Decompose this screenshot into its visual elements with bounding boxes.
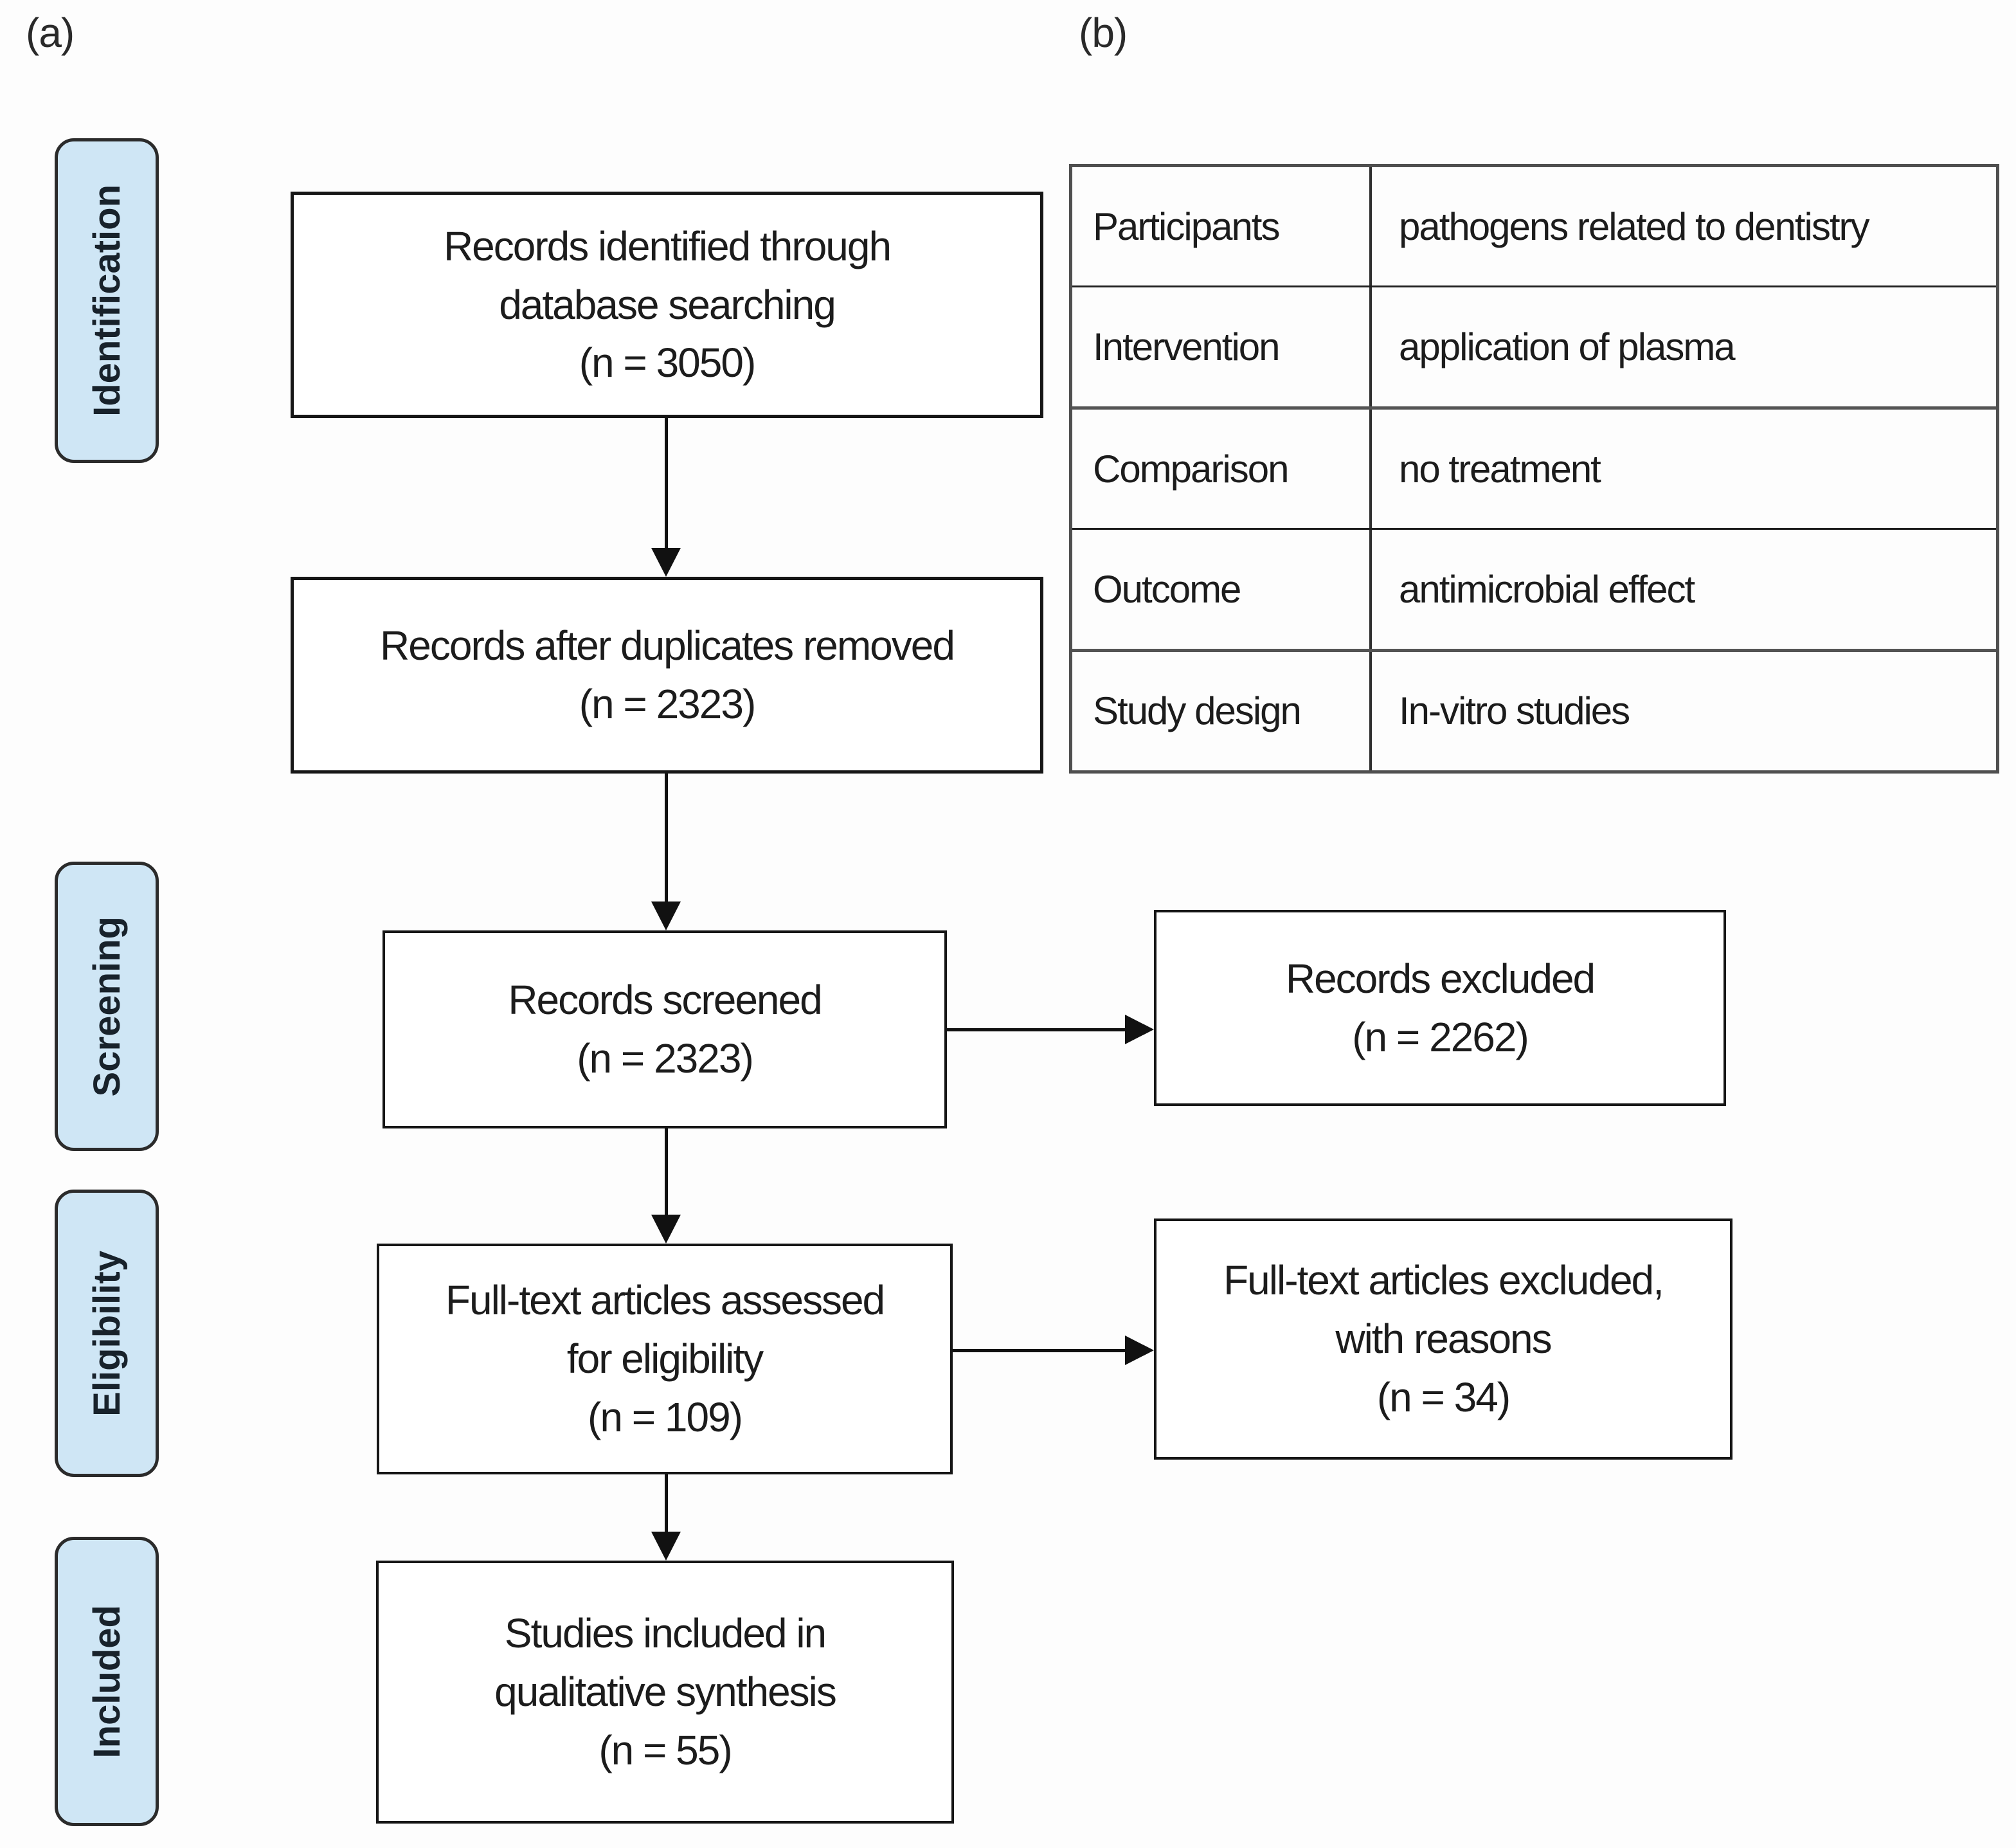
table-row: Participants pathogens related to dentis…	[1072, 167, 1996, 288]
arrowhead-down-icon	[651, 1215, 681, 1244]
arrow-stem	[665, 1128, 668, 1215]
arrow-stem	[953, 1349, 1125, 1352]
arrow-stem	[665, 774, 668, 901]
arrowhead-right-icon	[1125, 1015, 1154, 1044]
stage-included: Included	[55, 1537, 159, 1826]
stage-eligibility: Eligibility	[55, 1190, 159, 1477]
pico-row-value: antimicrobial effect	[1399, 567, 1695, 611]
table-row: Comparison no treatment	[1072, 409, 1996, 530]
box-records-excluded: Records excluded (n = 2262)	[1154, 910, 1726, 1106]
pico-row-value: application of plasma	[1399, 325, 1736, 369]
panel-b-label: (b)	[1079, 10, 1128, 56]
stage-screening: Screening	[55, 862, 159, 1151]
pico-row-label: Study design	[1072, 651, 1372, 771]
arrowhead-right-icon	[1125, 1336, 1154, 1365]
pico-criteria-table: Participants pathogens related to dentis…	[1069, 164, 1999, 774]
panel-a-label: (a)	[26, 10, 75, 56]
arrowhead-down-icon	[651, 548, 681, 577]
arrowhead-down-icon	[651, 901, 681, 930]
stage-included-label: Included	[86, 1604, 128, 1759]
arrow-stem	[665, 418, 668, 548]
table-row: Study design In-vitro studies	[1072, 651, 1996, 771]
pico-row-value: In-vitro studies	[1399, 689, 1630, 733]
pico-row-value: no treatment	[1399, 447, 1601, 491]
pico-row-label: Comparison	[1072, 409, 1372, 529]
pico-row-value: pathogens related to dentistry	[1399, 204, 1870, 248]
stage-identification-label: Identification	[86, 185, 128, 417]
box-fulltext-assessed: Full-text articles assessed for eligibil…	[377, 1244, 953, 1474]
box-studies-included: Studies included in qualitative synthesi…	[376, 1561, 954, 1824]
arrowhead-down-icon	[651, 1532, 681, 1561]
pico-row-label: Outcome	[1072, 530, 1372, 649]
stage-screening-label: Screening	[86, 916, 128, 1097]
box-records-screened: Records screened (n = 2323)	[382, 930, 947, 1128]
stage-identification: Identification	[55, 138, 159, 463]
box-records-identified: Records identified through database sear…	[291, 192, 1043, 418]
box-fulltext-excluded: Full-text articles excluded, with reason…	[1154, 1218, 1733, 1460]
pico-row-label: Intervention	[1072, 287, 1372, 406]
arrow-stem	[947, 1028, 1125, 1031]
pico-row-label: Participants	[1072, 167, 1372, 286]
table-row: Outcome antimicrobial effect	[1072, 530, 1996, 652]
box-records-after-duplicates: Records after duplicates removed (n = 23…	[291, 577, 1043, 774]
arrow-stem	[665, 1474, 668, 1532]
stage-eligibility-label: Eligibility	[86, 1250, 128, 1417]
table-row: Intervention application of plasma	[1072, 287, 1996, 410]
